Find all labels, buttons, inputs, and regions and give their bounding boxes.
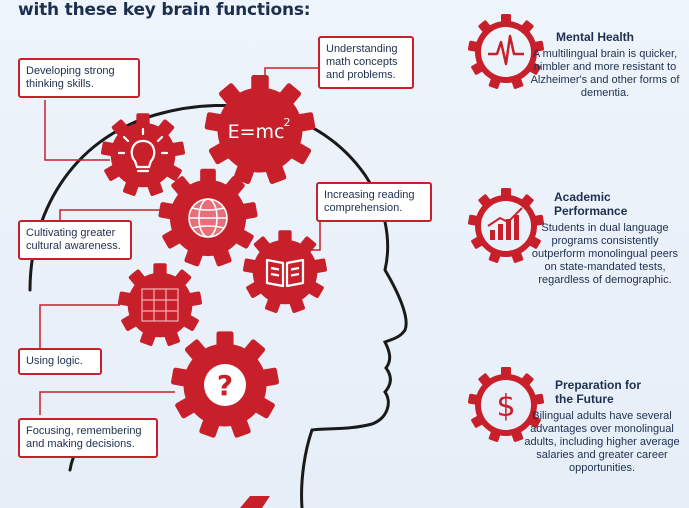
grid-icon xyxy=(141,288,179,322)
label-reading: Increasing reading comprehension. xyxy=(316,182,432,222)
formula-gear: E=mc 2 xyxy=(204,75,316,185)
label-logic: Using logic. xyxy=(18,348,102,375)
globe-icon xyxy=(188,198,228,238)
future-badge: $ xyxy=(468,367,545,442)
page-title: with these key brain functions: xyxy=(18,0,311,20)
label-math: Understanding math concepts and problems… xyxy=(318,36,414,89)
question-gear: ? xyxy=(170,331,280,439)
neck-band xyxy=(240,496,270,508)
academic-badge xyxy=(468,188,545,263)
growth-chart-icon xyxy=(487,207,523,240)
question-icon xyxy=(204,364,246,406)
logic-grid-gear xyxy=(117,263,203,347)
mental-health-badge xyxy=(468,14,545,89)
benefit-text: Students in dual language programs consi… xyxy=(531,222,679,286)
benefit-text: A multilingual brain is quicker, nimbler… xyxy=(530,48,680,99)
lightbulb-gear xyxy=(100,113,186,197)
head-outline xyxy=(28,104,408,508)
benefit-mental-health: Mental Health A multilingual brain is qu… xyxy=(510,30,680,100)
benefit-academic: Academic Performance Students in dual la… xyxy=(510,190,680,287)
label-thinking: Developing strong thinking skills. xyxy=(18,58,140,98)
dollar-icon: $ xyxy=(496,389,515,424)
book-icon xyxy=(265,258,305,288)
label-focus: Focusing, remembering and making decisio… xyxy=(18,418,158,458)
benefit-title: Preparation for the Future xyxy=(555,378,642,406)
benefit-text: Bilingual adults have several advantages… xyxy=(524,410,680,474)
book-gear xyxy=(242,230,328,314)
lightbulb-icon xyxy=(117,127,169,173)
formula-superscript: 2 xyxy=(284,116,291,129)
benefit-title: Mental Health xyxy=(556,30,635,44)
label-cultural: Cultivating greater cultural awareness. xyxy=(18,220,132,260)
globe-gear xyxy=(158,168,258,267)
benefit-future: Preparation for the Future Bilingual adu… xyxy=(505,378,685,475)
benefit-title: Academic Performance xyxy=(554,190,628,218)
svg-text:?: ? xyxy=(217,369,233,402)
formula-text: E=mc xyxy=(228,121,285,143)
heartbeat-icon xyxy=(488,34,524,66)
